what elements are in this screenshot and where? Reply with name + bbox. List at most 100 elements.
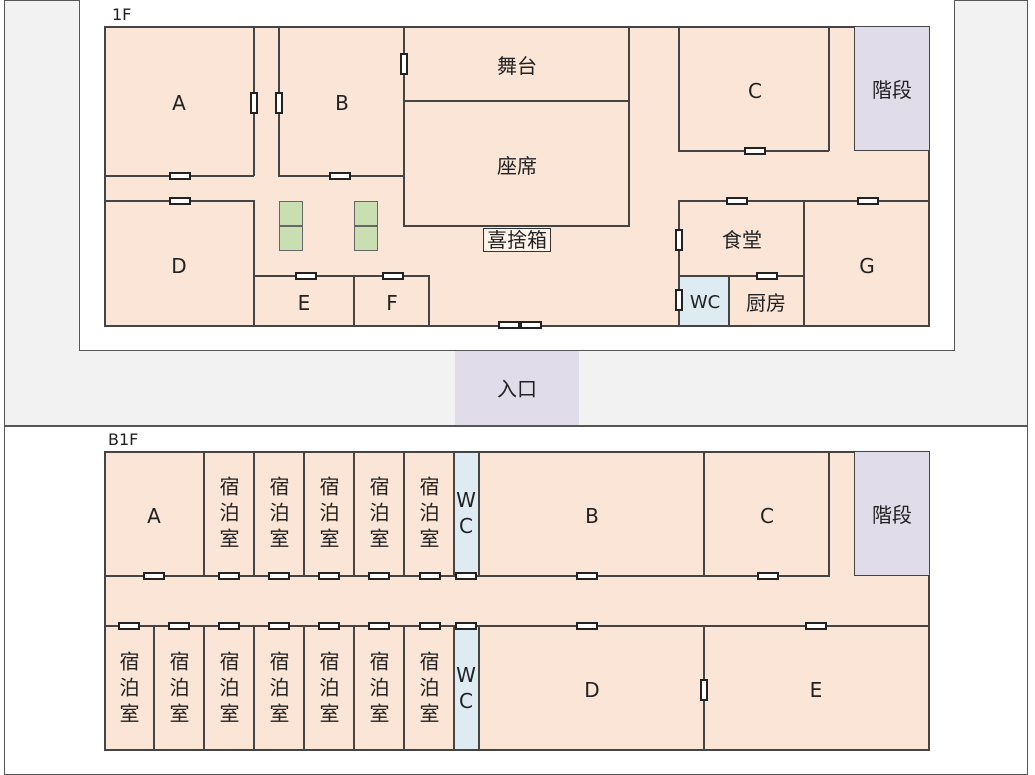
wc-b1-top[interactable]	[455, 453, 478, 575]
wc-b1-top-label: WC	[454, 488, 478, 540]
floor-b1-plan	[104, 451, 930, 751]
wall	[403, 100, 629, 102]
guest-room-label: 宿泊室	[366, 476, 390, 554]
guest-room-label: 宿泊室	[416, 651, 440, 729]
wall	[203, 625, 205, 751]
door[interactable]	[419, 622, 441, 630]
door[interactable]	[218, 622, 240, 630]
wall	[253, 200, 255, 327]
door[interactable]	[744, 147, 766, 155]
stairs-b1-label: 階段	[872, 503, 912, 527]
dining-label: 食堂	[722, 228, 762, 252]
room-a-1f-label: A	[172, 91, 186, 115]
guest-room-label: 宿泊室	[266, 651, 290, 729]
wall	[453, 451, 455, 576]
wall	[428, 275, 430, 327]
door[interactable]	[757, 572, 779, 580]
door[interactable]	[576, 572, 598, 580]
door[interactable]	[520, 321, 542, 329]
guest-room-label: 宿泊室	[366, 651, 390, 729]
room-b-b1-label: B	[585, 504, 599, 528]
door[interactable]	[169, 172, 191, 180]
guest-room-label: 宿泊室	[266, 476, 290, 554]
room-e-b1-label: E	[809, 678, 823, 702]
door[interactable]	[419, 572, 441, 580]
donation-box-label: 喜捨箱	[483, 228, 551, 252]
door[interactable]	[726, 197, 748, 205]
door[interactable]	[268, 622, 290, 630]
door[interactable]	[275, 92, 283, 114]
wc-b1-bottom[interactable]	[455, 627, 478, 749]
floor-b1-tag: B1F	[108, 430, 139, 449]
wall	[253, 625, 255, 751]
stairs-1f[interactable]	[854, 26, 930, 151]
entrance[interactable]	[455, 351, 579, 425]
door[interactable]	[382, 272, 404, 280]
door[interactable]	[318, 622, 340, 630]
door[interactable]	[118, 622, 140, 630]
room-f-1f-label: F	[386, 291, 398, 315]
door[interactable]	[400, 53, 408, 75]
table	[279, 201, 303, 226]
door[interactable]	[675, 289, 683, 311]
door[interactable]	[368, 572, 390, 580]
door[interactable]	[218, 572, 240, 580]
door[interactable]	[329, 172, 351, 180]
room-g-1f-label: G	[859, 254, 875, 278]
wall	[803, 200, 805, 327]
wall	[253, 275, 430, 277]
door[interactable]	[318, 572, 340, 580]
wall	[403, 451, 405, 576]
door[interactable]	[498, 321, 520, 329]
room-d-b1-label: D	[584, 678, 600, 702]
door[interactable]	[455, 572, 477, 580]
door[interactable]	[805, 622, 827, 630]
wall	[453, 625, 455, 751]
wall	[153, 625, 155, 751]
room-c-1f-label: C	[748, 79, 762, 103]
wall	[703, 451, 705, 576]
wall	[728, 275, 730, 327]
wall	[104, 625, 930, 627]
door[interactable]	[143, 572, 165, 580]
door[interactable]	[368, 622, 390, 630]
door[interactable]	[295, 272, 317, 280]
floor1-tag: 1F	[112, 5, 132, 24]
wall	[478, 451, 480, 576]
door[interactable]	[576, 622, 598, 630]
stage-label: 舞台	[497, 54, 537, 78]
guest-room-label: 宿泊室	[316, 476, 340, 554]
table	[354, 226, 378, 251]
door[interactable]	[268, 572, 290, 580]
entrance-label: 入口	[497, 377, 537, 401]
wall	[353, 451, 355, 576]
door[interactable]	[169, 197, 191, 205]
door[interactable]	[250, 92, 258, 114]
door[interactable]	[675, 229, 683, 251]
wc-1f[interactable]	[680, 277, 728, 325]
wall	[828, 26, 830, 151]
guest-room-label: 宿泊室	[116, 651, 140, 729]
wall	[628, 26, 630, 226]
guest-room-label: 宿泊室	[416, 476, 440, 554]
wall	[353, 625, 355, 751]
door[interactable]	[756, 272, 778, 280]
guest-room-label: 宿泊室	[166, 651, 190, 729]
table	[354, 201, 378, 226]
wall	[253, 451, 255, 576]
table	[279, 226, 303, 251]
stairs-b1[interactable]	[854, 451, 930, 576]
guest-room-label: 宿泊室	[216, 651, 240, 729]
room-c-b1-label: C	[760, 504, 774, 528]
wall	[303, 625, 305, 751]
wc-b1-bottom-label: WC	[454, 663, 478, 715]
door[interactable]	[700, 679, 708, 701]
wall	[403, 625, 405, 751]
door[interactable]	[455, 622, 477, 630]
guest-room-label: 宿泊室	[216, 476, 240, 554]
room-a-b1-label: A	[147, 504, 161, 528]
wall	[478, 625, 480, 751]
room-b-1f-label: B	[335, 91, 349, 115]
door[interactable]	[168, 622, 190, 630]
door[interactable]	[857, 197, 879, 205]
